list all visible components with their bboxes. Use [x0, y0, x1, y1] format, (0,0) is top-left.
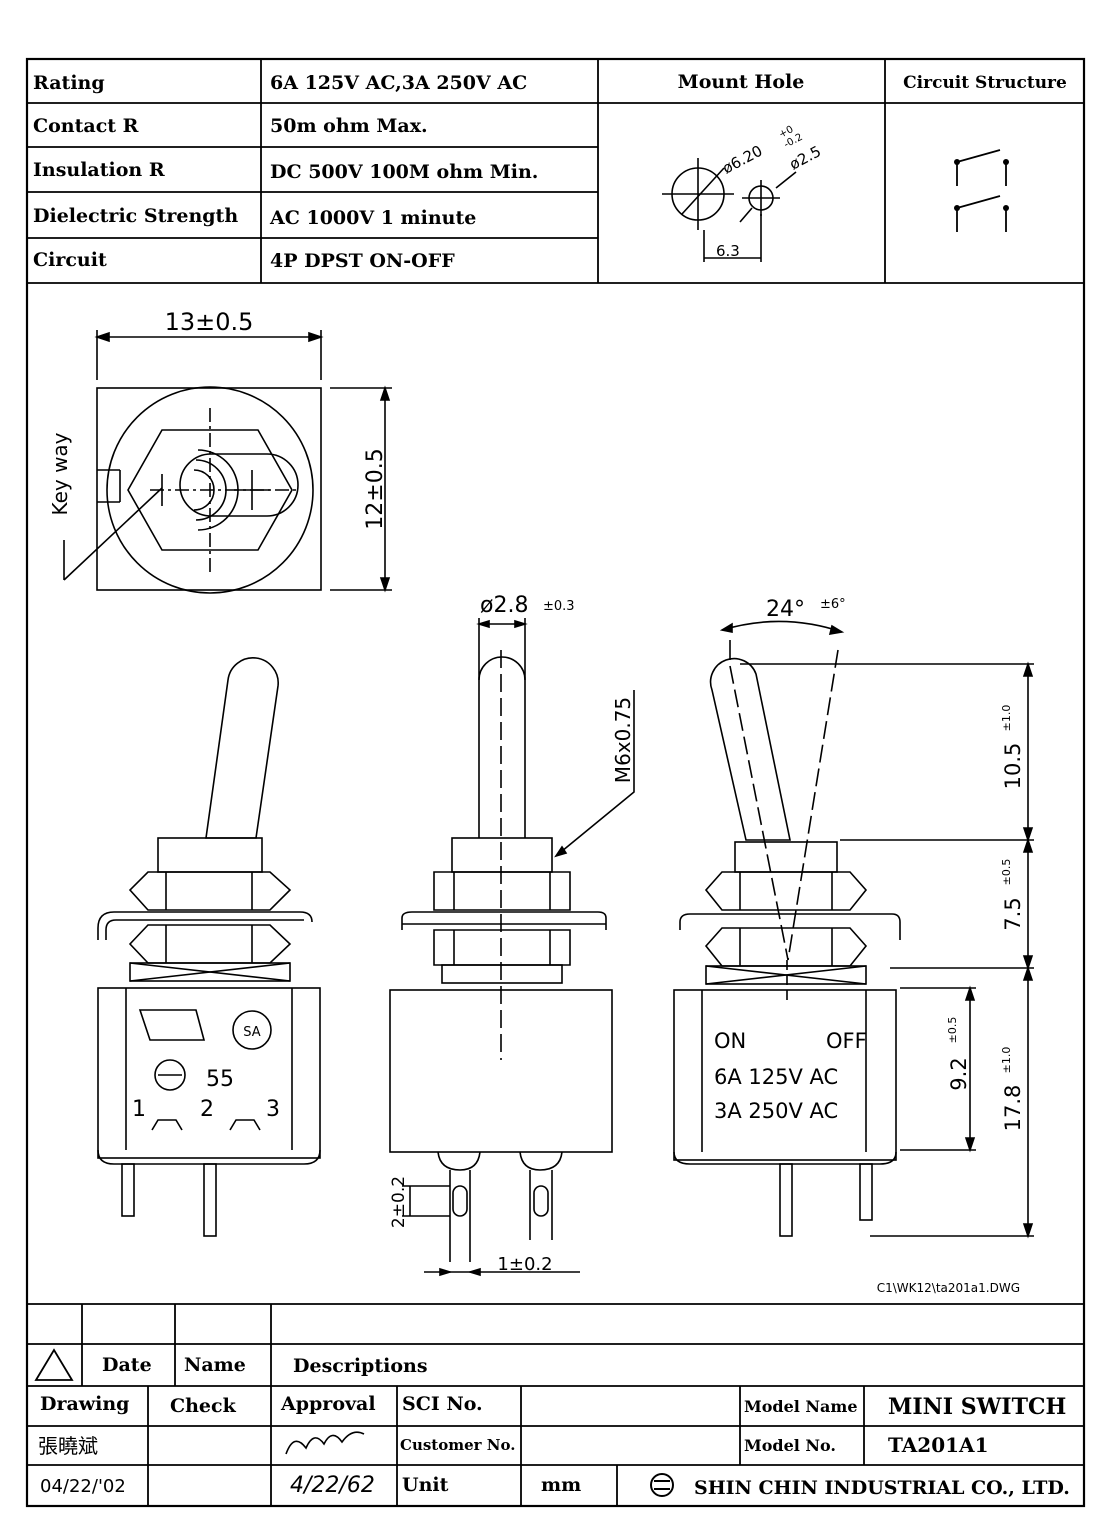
- side-view: [673, 620, 1034, 1239]
- approval-signature: [285, 1431, 365, 1455]
- model-no-label: Model No.: [744, 1436, 836, 1455]
- unit-value: mm: [541, 1474, 581, 1496]
- left-view: [97, 657, 321, 1237]
- front-view: [389, 618, 635, 1277]
- top-width-dim: 13±0.5: [165, 308, 254, 336]
- pin-width-dim: 1±0.2: [497, 1254, 552, 1275]
- thread-dim: M6x0.75: [611, 697, 635, 783]
- dim-9-2: 9.2: [947, 1057, 971, 1090]
- frame-border: [25, 57, 1086, 1508]
- pin-label-1: 1: [132, 1097, 146, 1122]
- side-label-on: ON: [714, 1029, 746, 1053]
- dim-17-8-tol: ±1.0: [1000, 1047, 1013, 1074]
- contact-dot: [1003, 159, 1009, 165]
- mount-hole-header: Mount Hole: [678, 71, 805, 93]
- drawing-label: Drawing: [40, 1393, 129, 1415]
- rev-date-header: Date: [102, 1354, 152, 1376]
- title-block: [27, 1303, 1084, 1506]
- circuit-structure-header: Circuit Structure: [903, 73, 1067, 93]
- contact-dot: [954, 205, 960, 211]
- contact-dot: [1003, 205, 1009, 211]
- check-label: Check: [170, 1395, 237, 1417]
- mount-spacing: 6.3: [716, 242, 740, 260]
- sci-no-label: SCI No.: [402, 1393, 483, 1415]
- dim-17-8: 17.8: [1001, 1085, 1025, 1132]
- dim-10-5-tol: ±1.0: [1000, 705, 1013, 732]
- shaft-dia-tol: ±0.3: [543, 599, 575, 614]
- angle-tol: ±6°: [820, 597, 846, 612]
- model-no-value: TA201A1: [888, 1433, 989, 1457]
- dim-7-5-tol: ±0.5: [1000, 859, 1013, 886]
- pin-height-dim: 2±0.2: [389, 1176, 409, 1228]
- drawer-name: 張曉斌: [38, 1434, 98, 1458]
- spec-label-rating: Rating: [33, 72, 105, 94]
- dim-9-2-tol: ±0.5: [946, 1017, 959, 1044]
- spec-value-contact: 50m ohm Max.: [270, 115, 428, 137]
- top-view: [63, 330, 392, 594]
- model-name-label: Model Name: [744, 1397, 858, 1416]
- spec-label-insulation: Insulation R: [33, 159, 165, 181]
- customer-no-label: Customer No.: [400, 1436, 515, 1454]
- circuit-symbol: [956, 149, 1007, 232]
- angle-dim: 24°: [766, 597, 805, 622]
- csa-mark: SA: [243, 1025, 260, 1040]
- company-name: SHIN CHIN INDUSTRIAL CO., LTD.: [694, 1477, 1070, 1499]
- top-height-dim: 12±0.5: [363, 448, 388, 529]
- spec-value-rating: 6A 125V AC,3A 250V AC: [270, 72, 527, 94]
- mount-dia-big: ø6.20: [719, 142, 765, 178]
- pin-label-2: 2: [200, 1097, 214, 1122]
- spec-label-contact: Contact R: [33, 115, 139, 137]
- side-label-line2: 3A 250V AC: [714, 1099, 838, 1123]
- unit-label: Unit: [402, 1474, 449, 1496]
- rev-name-header: Name: [184, 1354, 246, 1376]
- side-label-off: OFF: [826, 1029, 867, 1053]
- spec-value-dielectric: AC 1000V 1 minute: [269, 207, 476, 229]
- left-mark-55: 55: [206, 1067, 234, 1092]
- dim-7-5: 7.5: [1001, 897, 1025, 930]
- model-name-value: MINI SWITCH: [888, 1394, 1066, 1420]
- mount-hole-diagram: [662, 158, 797, 262]
- file-path: C1\WK12\ta201a1.DWG: [877, 1281, 1020, 1295]
- rev-desc-header: Descriptions: [293, 1355, 428, 1377]
- spec-value-circuit: 4P DPST ON-OFF: [270, 250, 455, 272]
- spec-label-dielectric: Dielectric Strength: [33, 205, 238, 227]
- dim-10-5: 10.5: [1001, 743, 1025, 790]
- side-label-line1: 6A 125V AC: [714, 1065, 838, 1089]
- approval-label: Approval: [280, 1393, 376, 1415]
- spec-label-circuit: Circuit: [33, 249, 107, 271]
- keyway-label: Key way: [48, 432, 72, 515]
- pin-label-3: 3: [266, 1097, 280, 1122]
- contact-dot: [954, 159, 960, 165]
- spec-value-insulation: DC 500V 100M ohm Min.: [270, 161, 538, 183]
- spec-table: [27, 59, 1084, 284]
- approval-date: 4/22/62: [290, 1473, 375, 1498]
- shaft-dia-dim: ø2.8: [480, 593, 528, 618]
- drawing-date: 04/22/'02: [40, 1476, 126, 1497]
